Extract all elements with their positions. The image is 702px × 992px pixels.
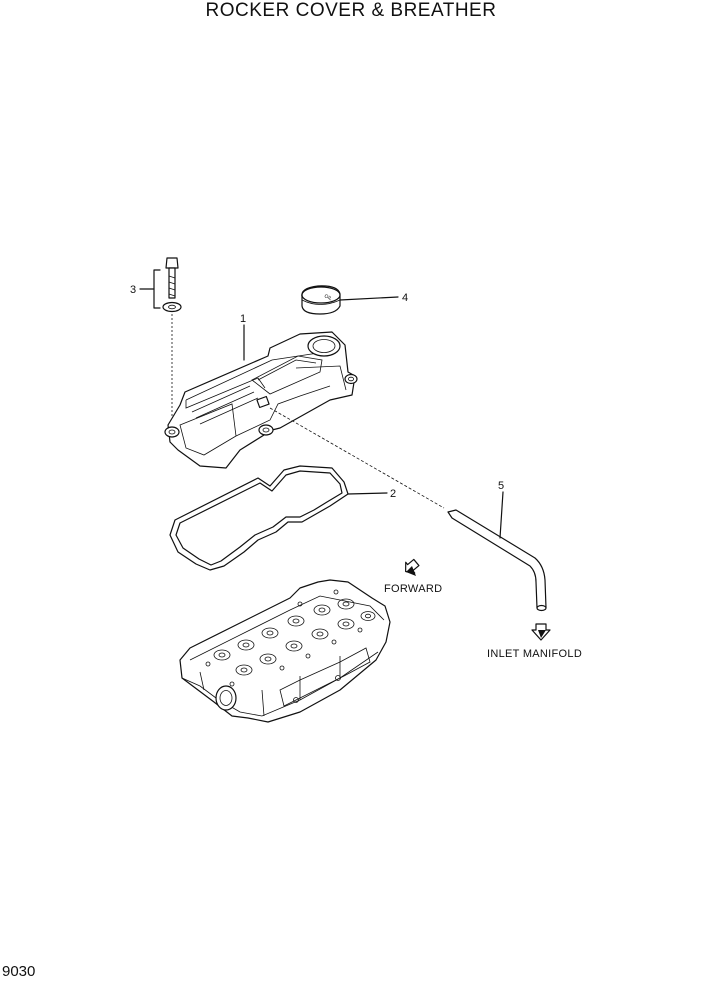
- callout-4: 4: [402, 292, 408, 304]
- forward-arrow-icon: [405, 558, 420, 576]
- callout-5: 5: [498, 480, 504, 492]
- inlet-manifold-arrow-icon: [531, 623, 551, 641]
- page-number: 9030: [2, 963, 36, 980]
- cylinder-head: [179, 579, 391, 723]
- bolt-and-washer: [139, 257, 182, 425]
- callout-1: 1: [240, 313, 246, 325]
- callout-3: 3: [130, 284, 136, 296]
- inlet-manifold-label: INLET MANIFOLD: [487, 648, 582, 660]
- breather-hose: [269, 407, 547, 612]
- oil-cap-text: OIL: [323, 293, 333, 302]
- page-title: ROCKER COVER & BREATHER: [205, 0, 497, 21]
- rocker-cover: [164, 324, 358, 469]
- callout-2: 2: [390, 488, 396, 500]
- forward-label: FORWARD: [384, 583, 442, 595]
- rocker-cover-gasket: [169, 465, 388, 571]
- oil-filler-cap: OIL: [301, 285, 399, 315]
